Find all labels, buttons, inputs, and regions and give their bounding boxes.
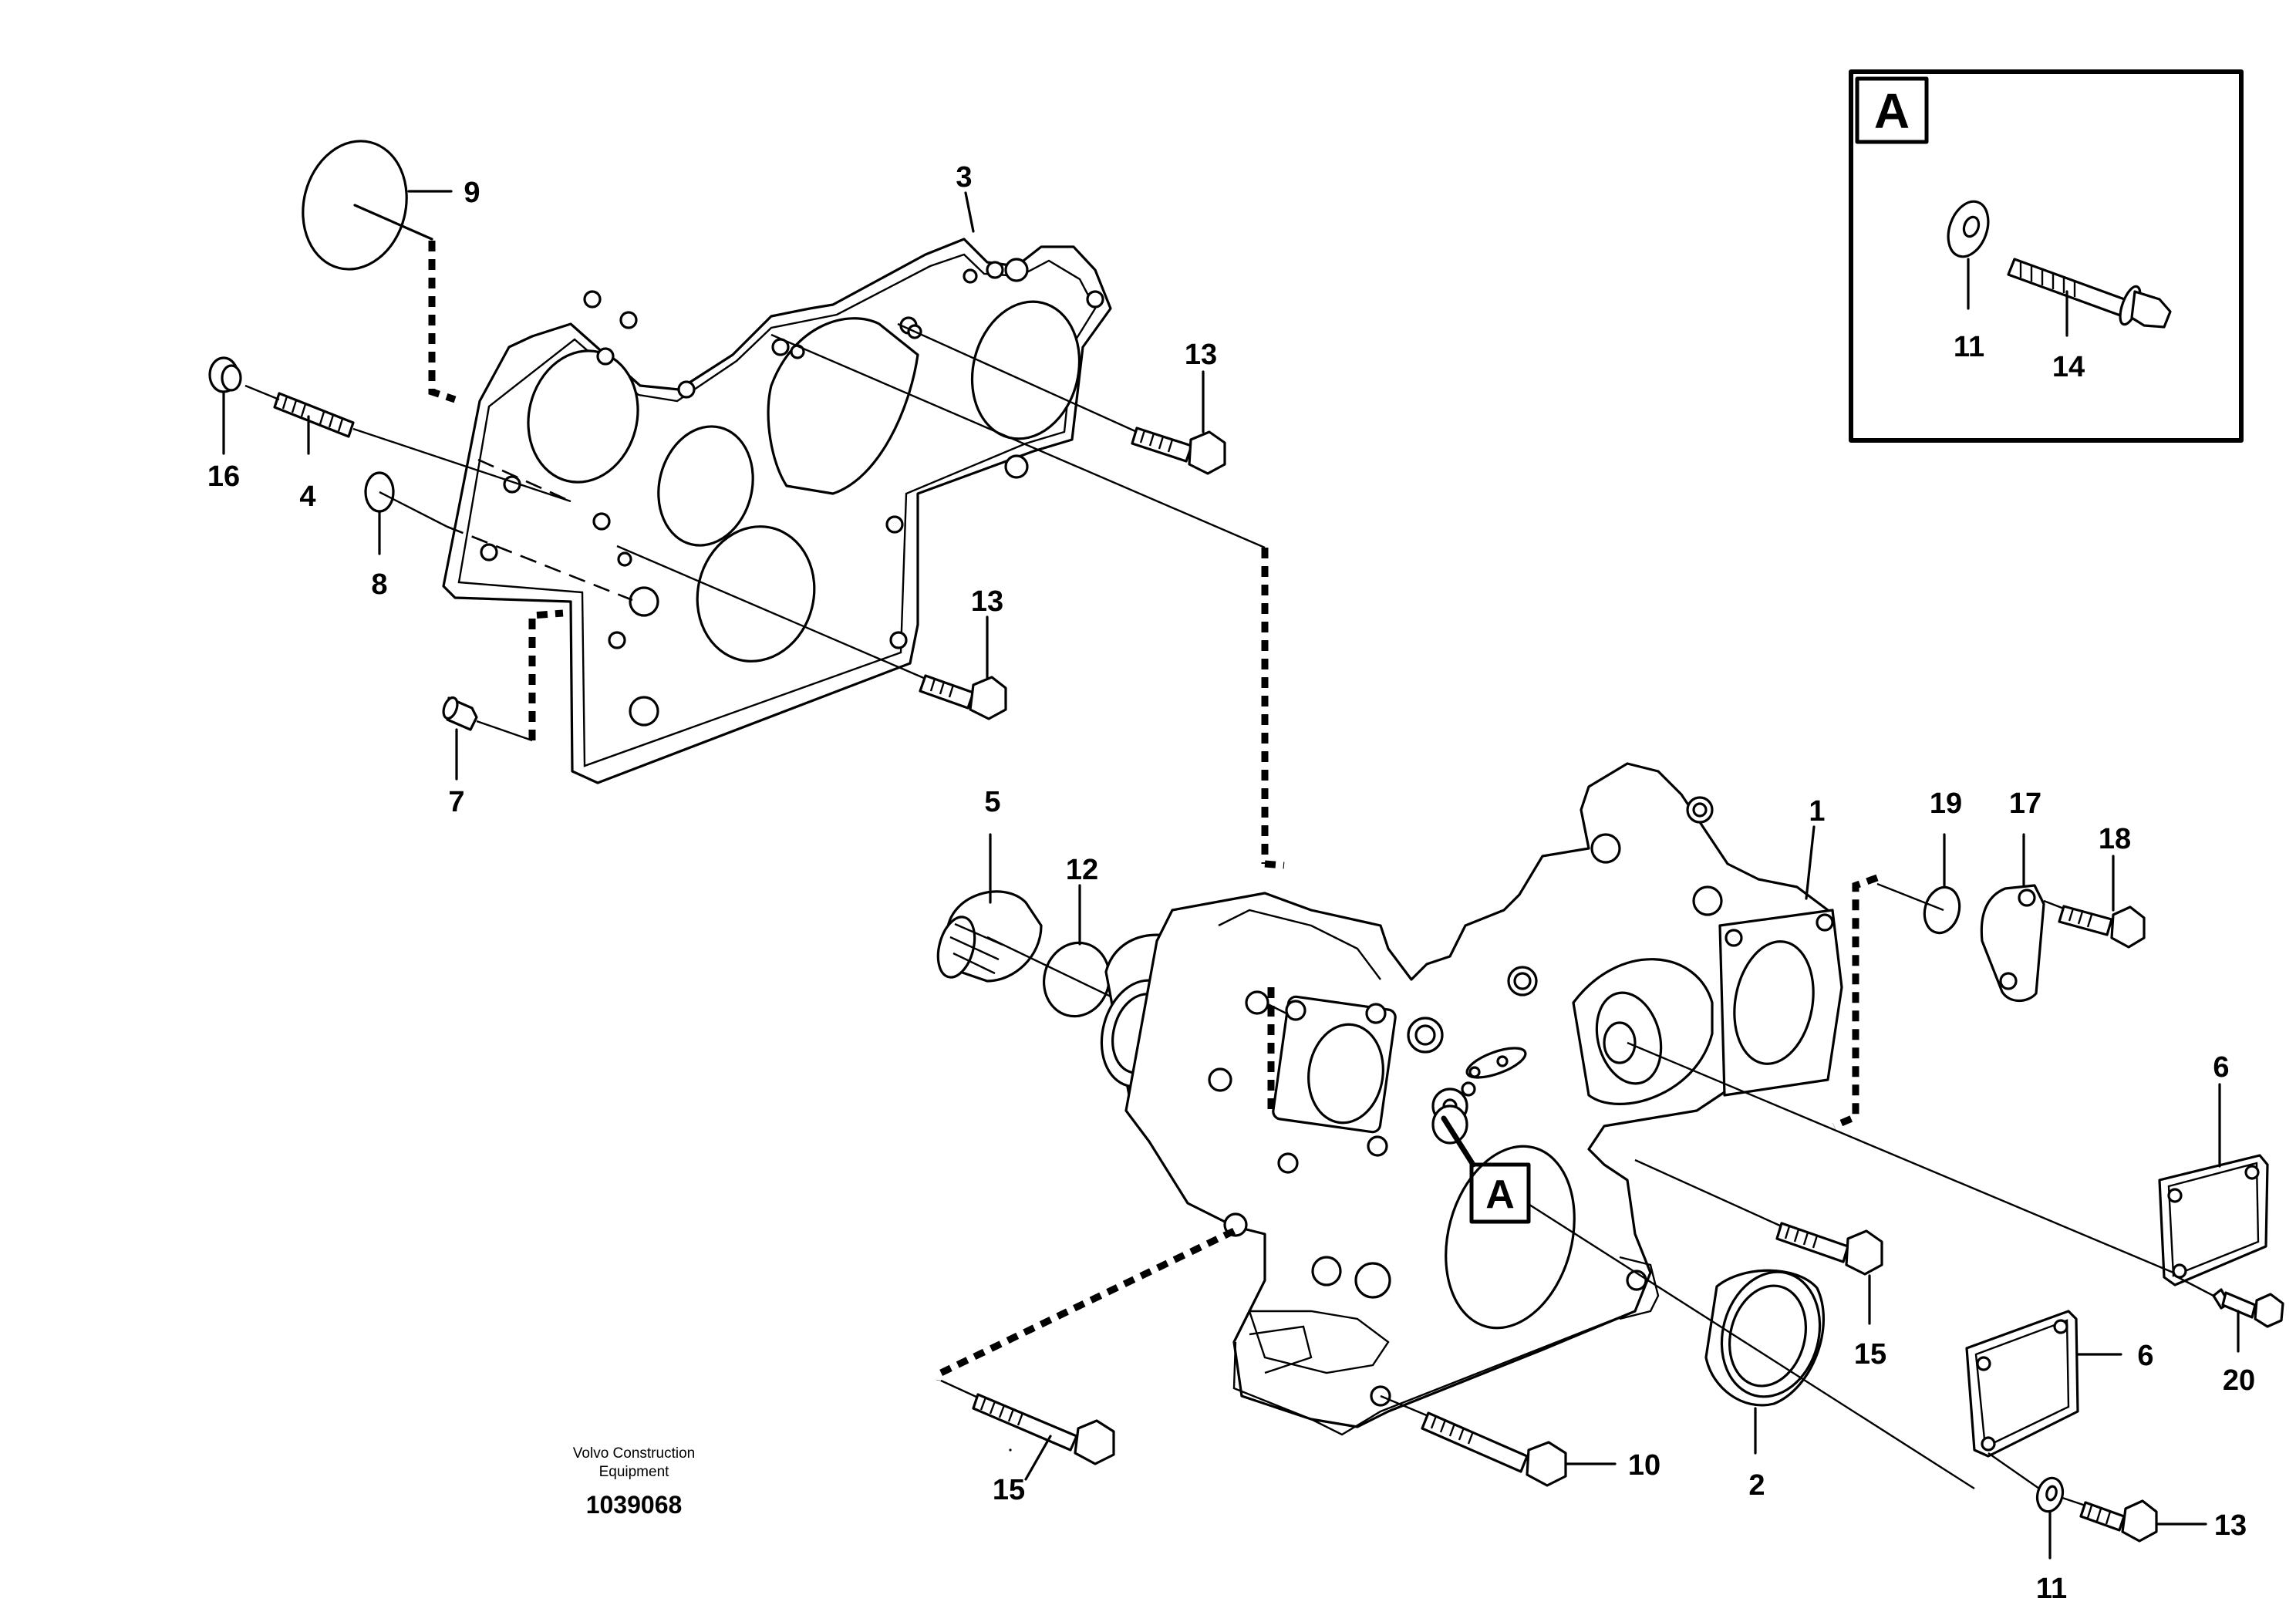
crankshaft-seal-part-2 bbox=[1704, 1269, 1825, 1407]
callout-13a: 13 bbox=[1185, 339, 1217, 371]
callout-20: 20 bbox=[2223, 1364, 2255, 1397]
flange-bolt-part-18 bbox=[2058, 905, 2146, 949]
cap-nut-part-16 bbox=[208, 356, 242, 393]
callout-8: 8 bbox=[371, 568, 387, 601]
callout-12: 12 bbox=[1066, 854, 1098, 886]
callout-15b: 15 bbox=[993, 1474, 1025, 1506]
drawing-number: 1039068 bbox=[586, 1491, 683, 1519]
inset-label: A bbox=[1874, 83, 1910, 139]
flange-bolt-part-13c bbox=[2079, 1499, 2158, 1543]
callout-11: 11 bbox=[2036, 1573, 2067, 1605]
company-line-2: Equipment bbox=[599, 1464, 670, 1480]
callout-13c: 13 bbox=[2214, 1509, 2247, 1542]
filler-cap-part-5 bbox=[936, 890, 1043, 983]
washer-part-11 bbox=[2035, 1476, 2065, 1513]
callout-18: 18 bbox=[2099, 823, 2131, 855]
callout-3: 3 bbox=[956, 161, 972, 194]
svg-text:A: A bbox=[1485, 1172, 1515, 1217]
dowel-pin-part-7 bbox=[442, 696, 478, 731]
flange-bolt-part-20 bbox=[2212, 1288, 2284, 1328]
callout-15a: 15 bbox=[1854, 1338, 1886, 1371]
callout-7: 7 bbox=[448, 786, 464, 818]
detail-inset-a: A 11 14 bbox=[1849, 69, 2244, 443]
callout-11-inset: 11 bbox=[1954, 331, 1984, 363]
callout-16: 16 bbox=[207, 460, 240, 493]
callout-4: 4 bbox=[299, 481, 315, 513]
timing-plate-part-3 bbox=[442, 238, 1112, 784]
callout-9: 9 bbox=[464, 177, 480, 209]
cover-plate-part-17 bbox=[1980, 884, 2045, 1003]
stud-part-4 bbox=[273, 392, 355, 438]
callout-10: 10 bbox=[1628, 1449, 1660, 1482]
flange-bolt-part-10 bbox=[1421, 1411, 1567, 1487]
callout-17: 17 bbox=[2009, 787, 2041, 820]
timing-gear-housing-part-1 bbox=[1100, 762, 1843, 1436]
washer-part bbox=[1947, 200, 1990, 258]
callout-14-inset: 14 bbox=[2052, 351, 2085, 383]
callout-2: 2 bbox=[1748, 1469, 1765, 1502]
cover-plate-part-6b bbox=[1965, 1310, 2079, 1458]
flange-bolt-part-15b bbox=[972, 1393, 1115, 1465]
flange-bolt-part-13a bbox=[1131, 427, 1226, 475]
callout-1: 1 bbox=[1809, 795, 1825, 828]
company-line-1: Volvo Construction bbox=[573, 1445, 695, 1462]
callout-6b: 6 bbox=[2137, 1340, 2153, 1372]
flange-bolt-part-15a bbox=[1775, 1222, 1883, 1276]
cover-plate-part-6a bbox=[2158, 1154, 2269, 1286]
flange-bolt-part-13b bbox=[919, 674, 1007, 720]
title-block: Volvo Construction Equipment 1039068 bbox=[573, 1445, 695, 1519]
flange-bolt-part bbox=[2007, 258, 2172, 329]
callout-13b: 13 bbox=[971, 585, 1003, 618]
detail-marker-a: A bbox=[1469, 1162, 1531, 1224]
callout-19: 19 bbox=[1930, 787, 1962, 820]
callout-6a: 6 bbox=[2213, 1051, 2229, 1084]
callout-5: 5 bbox=[984, 786, 1000, 818]
